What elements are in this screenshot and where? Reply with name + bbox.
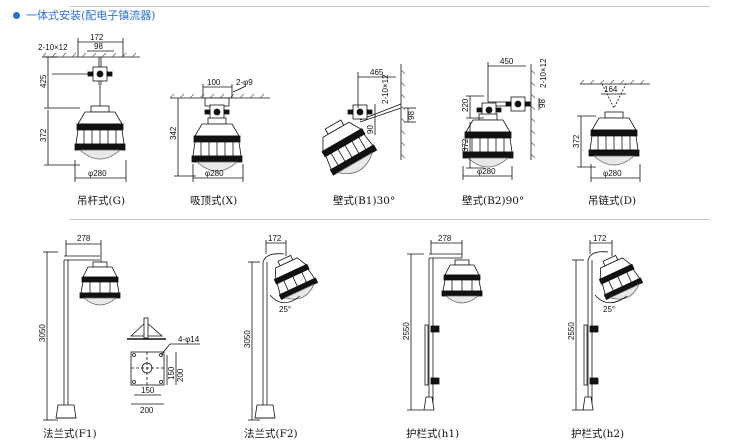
caption-flange-f2: 法兰式(F2) — [244, 428, 298, 440]
guardrail-mount-h1-figure — [407, 240, 483, 411]
section-header: 一体式安装(配电子镇流器) — [13, 6, 156, 24]
dim-b2-372: 372 — [461, 138, 470, 152]
caption-wall-90: 壁式(B2)90° — [462, 195, 525, 207]
dim-f2-3050: 3050 — [243, 330, 252, 348]
ceiling-mount-figure — [169, 84, 270, 182]
dim-g-425: 425 — [39, 74, 48, 88]
dim-f2-angle: 25° — [279, 305, 291, 314]
caption-ceiling: 吸顶式(X) — [190, 195, 238, 207]
dim-b1-holes: 2-10×12 — [381, 74, 390, 104]
dim-h2-angle: 25° — [603, 305, 615, 314]
middle-divider — [70, 219, 710, 220]
dim-g-98: 98 — [94, 42, 103, 51]
caption-pendant-rod: 吊杆式(G) — [77, 195, 126, 207]
wall-mount-30-figure — [310, 64, 416, 184]
caption-wall-30: 壁式(B1)30° — [333, 195, 396, 207]
caption-guardrail-h2: 护栏式(h2) — [571, 428, 625, 440]
dim-b1-98: 98 — [407, 111, 416, 120]
dim-b2-450: 450 — [500, 57, 514, 66]
bullet-dot-icon — [13, 11, 20, 19]
dim-f2-172: 172 — [268, 234, 282, 243]
dim-h1-278: 278 — [438, 234, 452, 243]
caption-chain: 吊链式(D) — [588, 195, 637, 207]
dim-x-holes: 2-φ9 — [236, 78, 253, 87]
guardrail-mount-h2-figure — [572, 240, 647, 411]
top-divider — [70, 6, 710, 7]
dim-b1-465: 465 — [370, 68, 384, 77]
dim-b2-280: φ280 — [477, 167, 496, 176]
flange-mount-f2-figure — [248, 240, 322, 421]
wall-mount-90-figure — [462, 62, 540, 180]
flange-mount-f1-figure — [43, 240, 200, 421]
dim-x-342: 342 — [169, 126, 178, 140]
dim-g-280: φ280 — [88, 169, 107, 178]
dim-g-372: 372 — [39, 128, 48, 142]
dim-d-372: 372 — [572, 134, 581, 148]
dim-b2-holes: 2-10×12 — [539, 58, 548, 88]
dim-b1-90: 90 — [366, 125, 375, 134]
dim-d-164: 164 — [604, 85, 618, 94]
dim-f1-holes: 4-φ14 — [178, 335, 200, 344]
section-title: 一体式安装(配电子镇流器) — [26, 9, 156, 22]
dim-h1-2550: 2550 — [402, 322, 411, 340]
dim-f1-278: 278 — [77, 234, 91, 243]
dim-x-280: φ280 — [205, 169, 224, 178]
dim-h2-2550: 2550 — [567, 322, 576, 340]
dim-f1-200-vertical: 200 — [176, 368, 185, 382]
dim-h2-172: 172 — [593, 234, 607, 243]
dim-g-holes: 2-10×12 — [38, 43, 68, 52]
dim-g-top: 172 — [90, 33, 104, 42]
dim-f1-200-horizontal: 200 — [140, 406, 154, 415]
dim-x-100: 100 — [207, 78, 221, 87]
dim-f1-150-horizontal: 150 — [141, 386, 155, 395]
dim-d-280: φ280 — [603, 169, 622, 178]
dim-b2-220: 220 — [461, 98, 470, 112]
dim-f1-150-vertical: 150 — [167, 366, 176, 380]
caption-guardrail-h1: 护栏式(h1) — [406, 428, 460, 440]
pendant-rod-mount-figure — [41, 38, 140, 182]
dim-b2-98: 98 — [538, 99, 547, 108]
chain-mount-figure — [577, 79, 650, 182]
dim-f1-3050: 3050 — [38, 324, 47, 342]
caption-flange-f1: 法兰式(F1) — [43, 428, 97, 440]
